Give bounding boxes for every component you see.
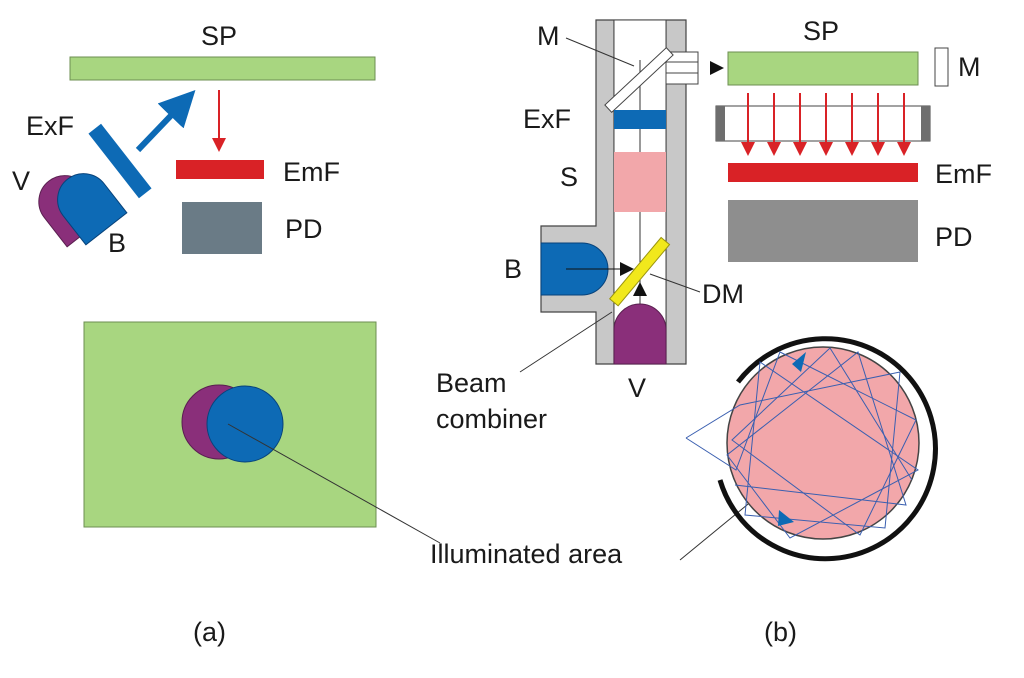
emission-arrow-head-b-4 xyxy=(819,142,833,156)
label-m-left-b: M xyxy=(537,21,560,51)
caption-a: (a) xyxy=(193,617,226,647)
excitation-arrow-a xyxy=(135,89,196,153)
panel-a: SP ExF V B EmF PD (a) xyxy=(12,21,377,647)
emission-arrows-b xyxy=(741,93,911,156)
label-emf-b: EmF xyxy=(935,159,992,189)
sample-plate-a xyxy=(69,56,376,81)
emission-arrow-head-b-2 xyxy=(767,142,781,156)
label-dm-b: DM xyxy=(702,279,744,309)
emission-arrow-head-b-1 xyxy=(741,142,755,156)
label-b-a: B xyxy=(108,228,126,258)
leader-line-a xyxy=(227,423,441,544)
label-exf-a: ExF xyxy=(26,111,74,141)
emission-arrow-head-b-7 xyxy=(897,142,911,156)
label-v-b: V xyxy=(628,373,646,403)
ray-arrow-bottom-b xyxy=(778,510,794,526)
ray-paths-b xyxy=(685,347,919,539)
emission-arrow-head-b-5 xyxy=(845,142,859,156)
leader-dm-b xyxy=(649,273,701,293)
led-pair-a xyxy=(38,173,128,248)
ray-path-1-b xyxy=(685,351,919,539)
leader-combiner-b xyxy=(519,311,613,373)
caption-b: (b) xyxy=(764,617,797,647)
mirror-m-right-b xyxy=(934,47,949,87)
led-v-b xyxy=(613,303,667,365)
collimator-end-right-b xyxy=(921,106,930,141)
v-beam-head-b xyxy=(633,282,647,296)
emission-filter-b xyxy=(728,163,918,182)
photodiode-b xyxy=(728,200,918,262)
label-beam-b: Beam xyxy=(436,368,507,398)
ray-arrow-top-b xyxy=(792,352,806,372)
excitation-filter-b xyxy=(614,110,666,129)
label-combiner-b: combiner xyxy=(436,404,547,434)
label-illuminated-area: Illuminated area xyxy=(430,539,623,569)
label-s-b: S xyxy=(560,162,578,192)
led-b-a xyxy=(57,173,128,246)
label-pd-b: PD xyxy=(935,222,973,252)
ray-path-2-b xyxy=(685,347,917,536)
emission-arrow-head-b-6 xyxy=(871,142,885,156)
label-pd-a: PD xyxy=(285,214,323,244)
emission-arrow-head-b-3 xyxy=(793,142,807,156)
port-arrow-head-b xyxy=(710,61,724,75)
illum-circle-b-a xyxy=(206,385,284,463)
collimator-end-left-b xyxy=(716,106,725,141)
illum-disk-b xyxy=(726,346,920,540)
label-sp-a: SP xyxy=(201,21,237,51)
label-sp-b: SP xyxy=(803,16,839,46)
label-exf-b: ExF xyxy=(523,104,571,134)
label-v-a: V xyxy=(12,166,30,196)
panel-b: M ExF S B DM V Beam combiner SP M xyxy=(436,16,992,647)
label-b-b: B xyxy=(504,254,522,284)
emission-arrow-head-a xyxy=(212,138,226,152)
sample-s-b xyxy=(614,152,666,212)
b-beam-head-b xyxy=(620,262,634,276)
sample-plate-b xyxy=(727,51,919,86)
leader-m-b xyxy=(565,37,635,67)
label-m-right-b: M xyxy=(958,52,981,82)
dichroic-mirror-b xyxy=(608,236,671,307)
emission-filter-a xyxy=(176,160,264,179)
collimator-b xyxy=(715,105,931,142)
excitation-filter-a xyxy=(88,123,152,199)
reflector-arc-b xyxy=(717,336,938,562)
mirror-m-b xyxy=(604,46,674,114)
photodiode-a xyxy=(182,202,262,254)
label-emf-a: EmF xyxy=(283,157,340,187)
